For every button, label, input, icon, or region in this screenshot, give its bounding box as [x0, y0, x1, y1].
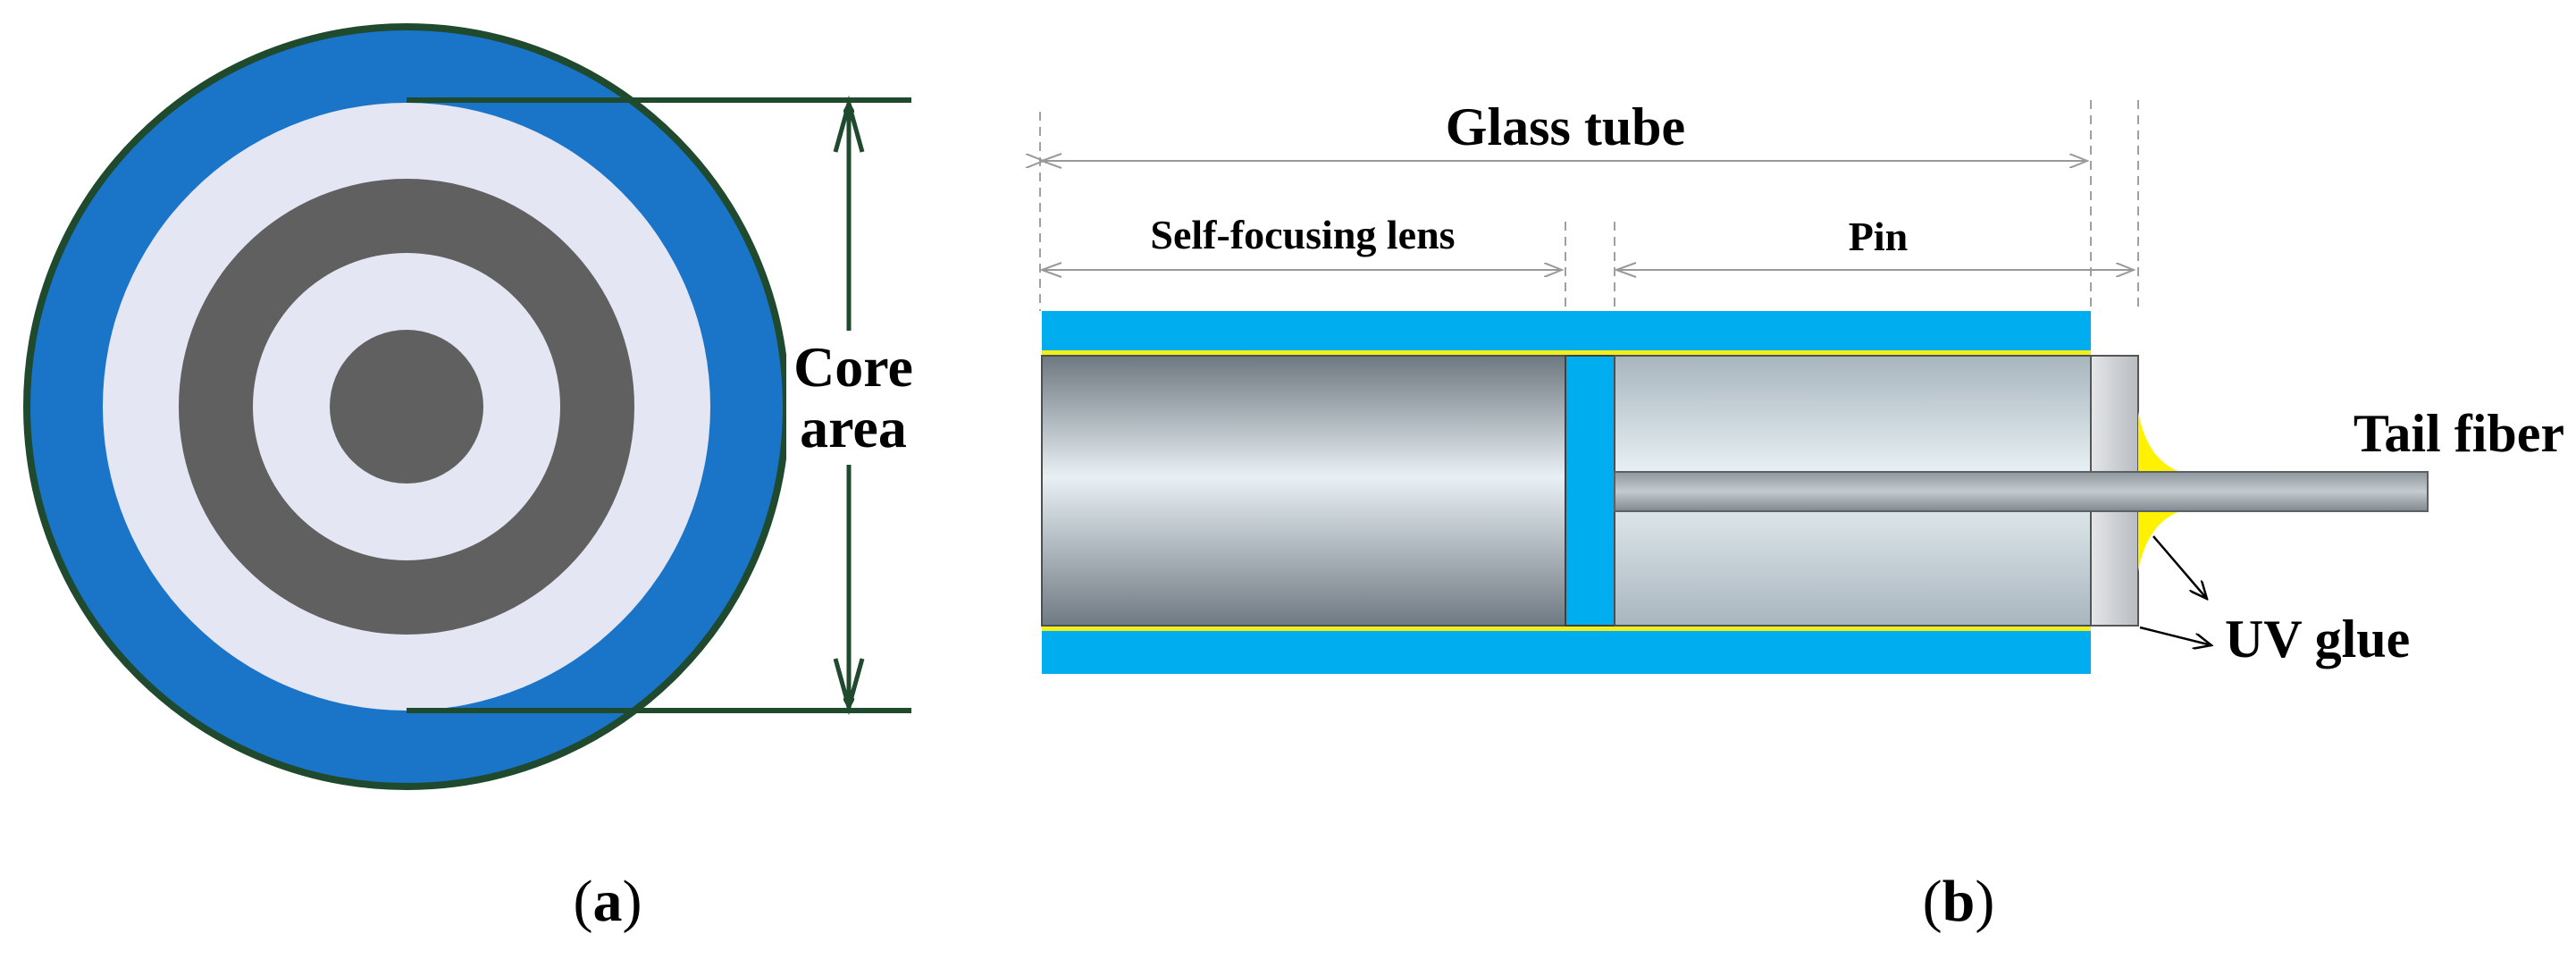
core-area-label-line2: area: [800, 396, 907, 459]
uv-glue-arrow-2: [2139, 626, 2211, 645]
glass-tube-arrow-left: [1039, 153, 1062, 169]
uv-glue-arrow-1: [2152, 535, 2207, 599]
caption-a: (a): [574, 869, 642, 934]
lens-pin-gap: [1565, 355, 1615, 627]
uv-glue-label: UV glue: [2225, 610, 2410, 669]
arrowhead-down: [833, 658, 865, 716]
panel-a: Core area (a): [23, 23, 920, 934]
arrowhead-up: [833, 95, 865, 153]
uv-glue-bottom: [2138, 511, 2180, 572]
lens-arrow-left: [1039, 262, 1062, 278]
self-focusing-lens: [1041, 355, 1566, 627]
tail-fiber: [1614, 471, 2429, 512]
self-focusing-lens-label: Self-focusing lens: [1150, 212, 1455, 257]
caption-b: (b): [1923, 869, 1995, 934]
glass-tube-label: Glass tube: [1446, 97, 1685, 156]
yellow-layer-top: [1042, 350, 2091, 356]
tail-fiber-label: Tail fiber: [2354, 404, 2564, 463]
core-area-label-line1: Core: [793, 335, 913, 399]
core-area-label-backdrop: [786, 332, 920, 463]
caption-a-letter: a: [593, 869, 623, 934]
panel-b: Glass tube Self-focusing lens Pin Tail f…: [1040, 97, 2564, 934]
glass-tube-top-wall: [1042, 311, 2091, 354]
uv-glue-top: [2138, 411, 2180, 472]
caption-b-letter: b: [1942, 869, 1976, 934]
pin-label: Pin: [1849, 214, 1908, 259]
glass-tube-bottom-wall: [1042, 627, 2091, 674]
yellow-layer-bottom: [1042, 626, 2091, 631]
pin-arrow-left: [1614, 262, 1637, 278]
core-center: [330, 330, 483, 484]
dimension-extension-lines: [1039, 100, 2139, 311]
